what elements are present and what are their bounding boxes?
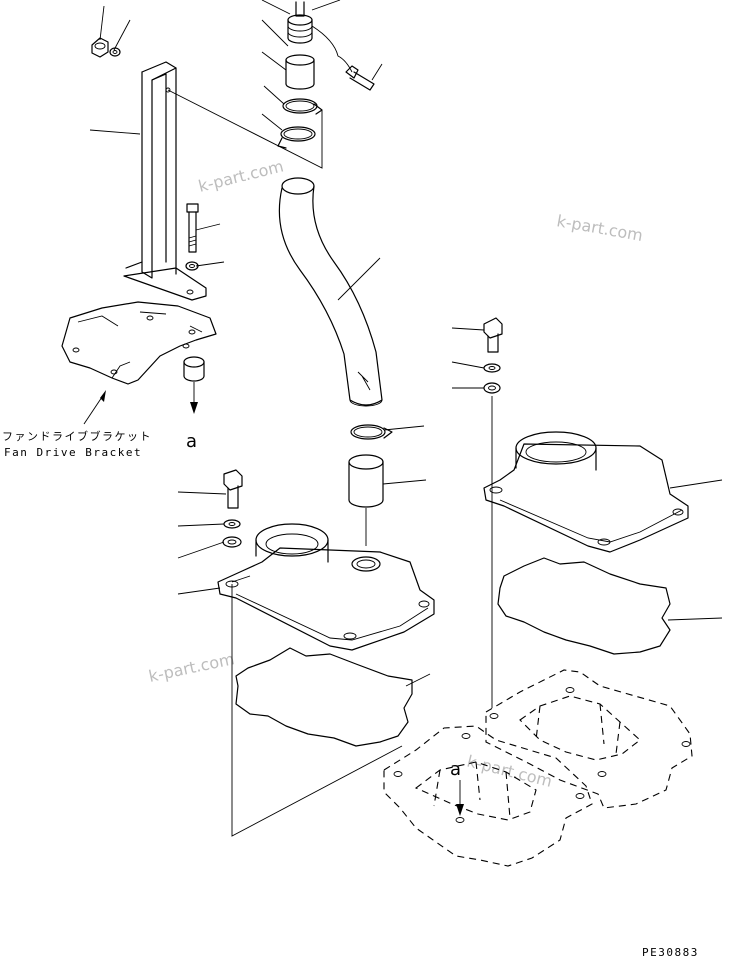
clamp-top-1	[282, 98, 323, 115]
clamp-hose-lower	[350, 424, 393, 440]
ref-mark-right: a	[450, 759, 461, 780]
cap-chain	[311, 25, 353, 73]
nut	[91, 37, 109, 58]
bolt-cover-left	[223, 469, 243, 509]
stay-bracket	[123, 61, 207, 301]
gasket-right	[497, 557, 671, 655]
seal-washer-cover-left	[222, 536, 242, 548]
head-cover-left	[217, 523, 435, 651]
fan-bracket-arrow	[100, 390, 106, 402]
adapter	[285, 54, 315, 90]
watermark-3: k-part.com	[147, 649, 236, 686]
washer-top	[109, 47, 121, 57]
arrow-head-a2	[456, 804, 464, 816]
watermark-4: k-part.com	[465, 751, 554, 791]
seal-washer-cover-right	[483, 382, 501, 394]
clamp-top-2	[277, 126, 316, 149]
breather-hose	[278, 177, 383, 407]
watermark-2: k-part.com	[555, 211, 644, 245]
callout-leaders	[89, 0, 723, 687]
fan-drive-bracket	[61, 301, 217, 385]
cover-left-assembly-line	[231, 584, 403, 837]
arrow-head-a	[190, 402, 198, 414]
ref-mark-left: a	[186, 431, 197, 452]
bolt-cover-right	[483, 317, 503, 353]
fan-bracket-leader	[83, 393, 105, 425]
fan-bracket-label-en: Fan Drive Bracket	[4, 446, 142, 459]
fan-bracket-label-jp: ファンドライブブラケット	[2, 429, 152, 443]
drawing-code: PE30883	[642, 946, 699, 959]
washer-cover-left-1	[223, 519, 241, 529]
cylinder-head-left	[383, 725, 593, 867]
head-cover-right	[483, 431, 689, 553]
gasket-left	[235, 647, 413, 747]
breather-cap	[287, 1, 313, 44]
spacer-collar	[183, 356, 205, 382]
watermark-1: k-part.com	[196, 156, 285, 196]
bolt-left	[186, 203, 199, 253]
cylinder-head-right	[485, 669, 693, 809]
hose-sleeve	[348, 454, 384, 508]
cap-bolt	[345, 65, 375, 91]
cap-assembly-line	[167, 89, 323, 169]
washer-cover-right-1	[483, 363, 501, 373]
